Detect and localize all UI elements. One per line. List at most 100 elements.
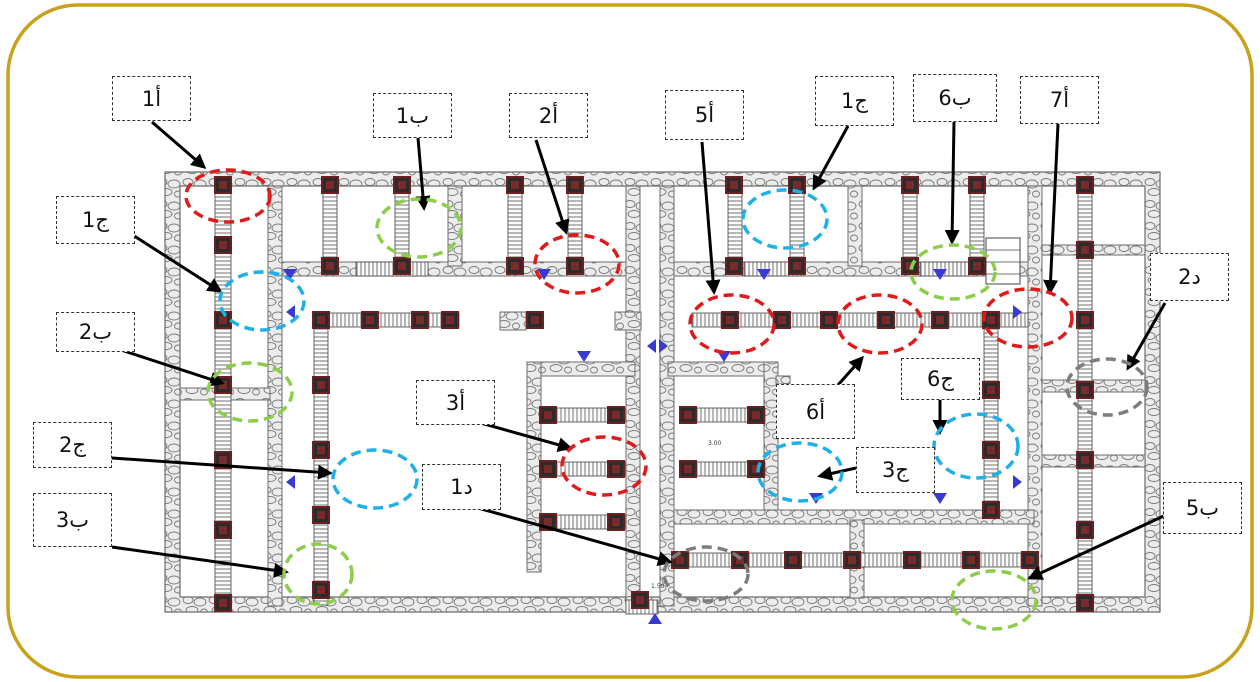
highlight-ellipse-blue (756, 441, 844, 503)
column-pier-core (366, 316, 374, 324)
column-pier-core (936, 316, 944, 324)
highlight-ellipse-green (282, 542, 354, 606)
label-a5: أ5 (665, 90, 744, 140)
column-pier-core (511, 262, 519, 270)
column-pier-core (219, 526, 227, 534)
label-a2: أ2 (509, 93, 588, 138)
column-pier-core (511, 181, 519, 189)
column-pier-core (219, 316, 227, 324)
column-pier-core (219, 181, 227, 189)
label-b5: ب5 (1163, 482, 1242, 534)
highlight-ellipse-green (909, 243, 997, 301)
label-j2: ج2 (33, 422, 112, 468)
column-pier-core (987, 386, 995, 394)
highlight-ellipse-blue (218, 270, 306, 332)
column-pier-core (571, 181, 579, 189)
column-pier-core (326, 181, 334, 189)
highlight-ellipse-blue (741, 188, 829, 250)
column-pier-core (684, 411, 692, 419)
column-pier-core (219, 599, 227, 607)
highlight-ellipse-red (836, 293, 924, 355)
column-pier-core (1081, 386, 1089, 394)
column-pier-core (752, 411, 760, 419)
highlight-ellipse-red (560, 435, 648, 497)
column-pier-core (987, 446, 995, 454)
column-pier-core (446, 316, 454, 324)
column-pier-core (398, 181, 406, 189)
label-j1-left: ج1 (56, 196, 135, 244)
label-a1: أ1 (112, 76, 191, 121)
dimension-note: 1.50 (651, 583, 665, 590)
column-pier-core (317, 381, 325, 389)
column-layer (214, 176, 1094, 612)
label-b2: ب2 (56, 312, 135, 352)
column-pier-core (544, 465, 552, 473)
label-a7: أ7 (1020, 76, 1099, 124)
column-pier-core (1081, 456, 1089, 464)
callout-arrows (111, 120, 1171, 580)
column-pier-core (544, 518, 552, 526)
label-b6: ب6 (913, 74, 997, 122)
column-pier-core (1081, 316, 1089, 324)
dimension-note: 3.00 (708, 440, 722, 447)
highlight-ellipses (184, 168, 1149, 631)
highlight-ellipse-gray (662, 545, 750, 603)
column-pier-core (987, 506, 995, 514)
column-pier-core (317, 586, 325, 594)
label-a3: أ3 (416, 380, 495, 425)
column-pier-core (398, 262, 406, 270)
column-pier-core (612, 518, 620, 526)
column-pier-core (906, 181, 914, 189)
column-pier-core (544, 411, 552, 419)
column-pier-core (726, 316, 734, 324)
highlight-ellipse-blue (331, 448, 419, 510)
column-pier-core (730, 181, 738, 189)
label-b1: ب1 (373, 93, 452, 138)
column-pier-core (1081, 246, 1089, 254)
label-b3: ب3 (33, 493, 112, 547)
label-j1-top: ج1 (815, 76, 894, 126)
column-pier-core (636, 596, 644, 604)
label-j3: ج3 (856, 447, 935, 493)
column-pier-core (825, 316, 833, 324)
column-pier-core (973, 181, 981, 189)
column-pier-core (317, 316, 325, 324)
column-pier-core (793, 262, 801, 270)
column-pier-core (793, 181, 801, 189)
highlight-ellipse-red (982, 287, 1074, 349)
column-pier-core (848, 556, 856, 564)
column-pier-core (326, 262, 334, 270)
highlight-ellipse-green (206, 361, 294, 423)
column-pier-core (531, 316, 539, 324)
highlight-ellipse-red (533, 233, 621, 295)
highlight-ellipse-red (184, 168, 272, 224)
column-pier-core (676, 556, 684, 564)
highlight-ellipse-green (950, 569, 1038, 631)
column-pier-core (882, 316, 890, 324)
column-pier-core (752, 465, 760, 473)
column-pier-core (1081, 526, 1089, 534)
column-pier-core (219, 241, 227, 249)
column-pier-core (416, 316, 424, 324)
column-pier-core (778, 316, 786, 324)
column-pier-core (317, 446, 325, 454)
highlight-ellipse-gray (1065, 357, 1149, 417)
label-d1: د1 (422, 464, 501, 510)
highlight-ellipse-green (375, 197, 463, 259)
column-pier-core (571, 262, 579, 270)
column-pier-core (1026, 556, 1034, 564)
label-a6: أ6 (776, 384, 855, 439)
column-pier-core (906, 262, 914, 270)
highlight-ellipse-red (688, 293, 776, 355)
column-pier-core (684, 465, 692, 473)
column-pier-core (973, 262, 981, 270)
column-pier-core (967, 556, 975, 564)
column-pier-core (730, 262, 738, 270)
column-pier-core (612, 465, 620, 473)
label-d2: د2 (1150, 253, 1229, 301)
column-pier-core (908, 556, 916, 564)
highlight-ellipse-blue (932, 412, 1020, 480)
column-pier-core (612, 411, 620, 419)
